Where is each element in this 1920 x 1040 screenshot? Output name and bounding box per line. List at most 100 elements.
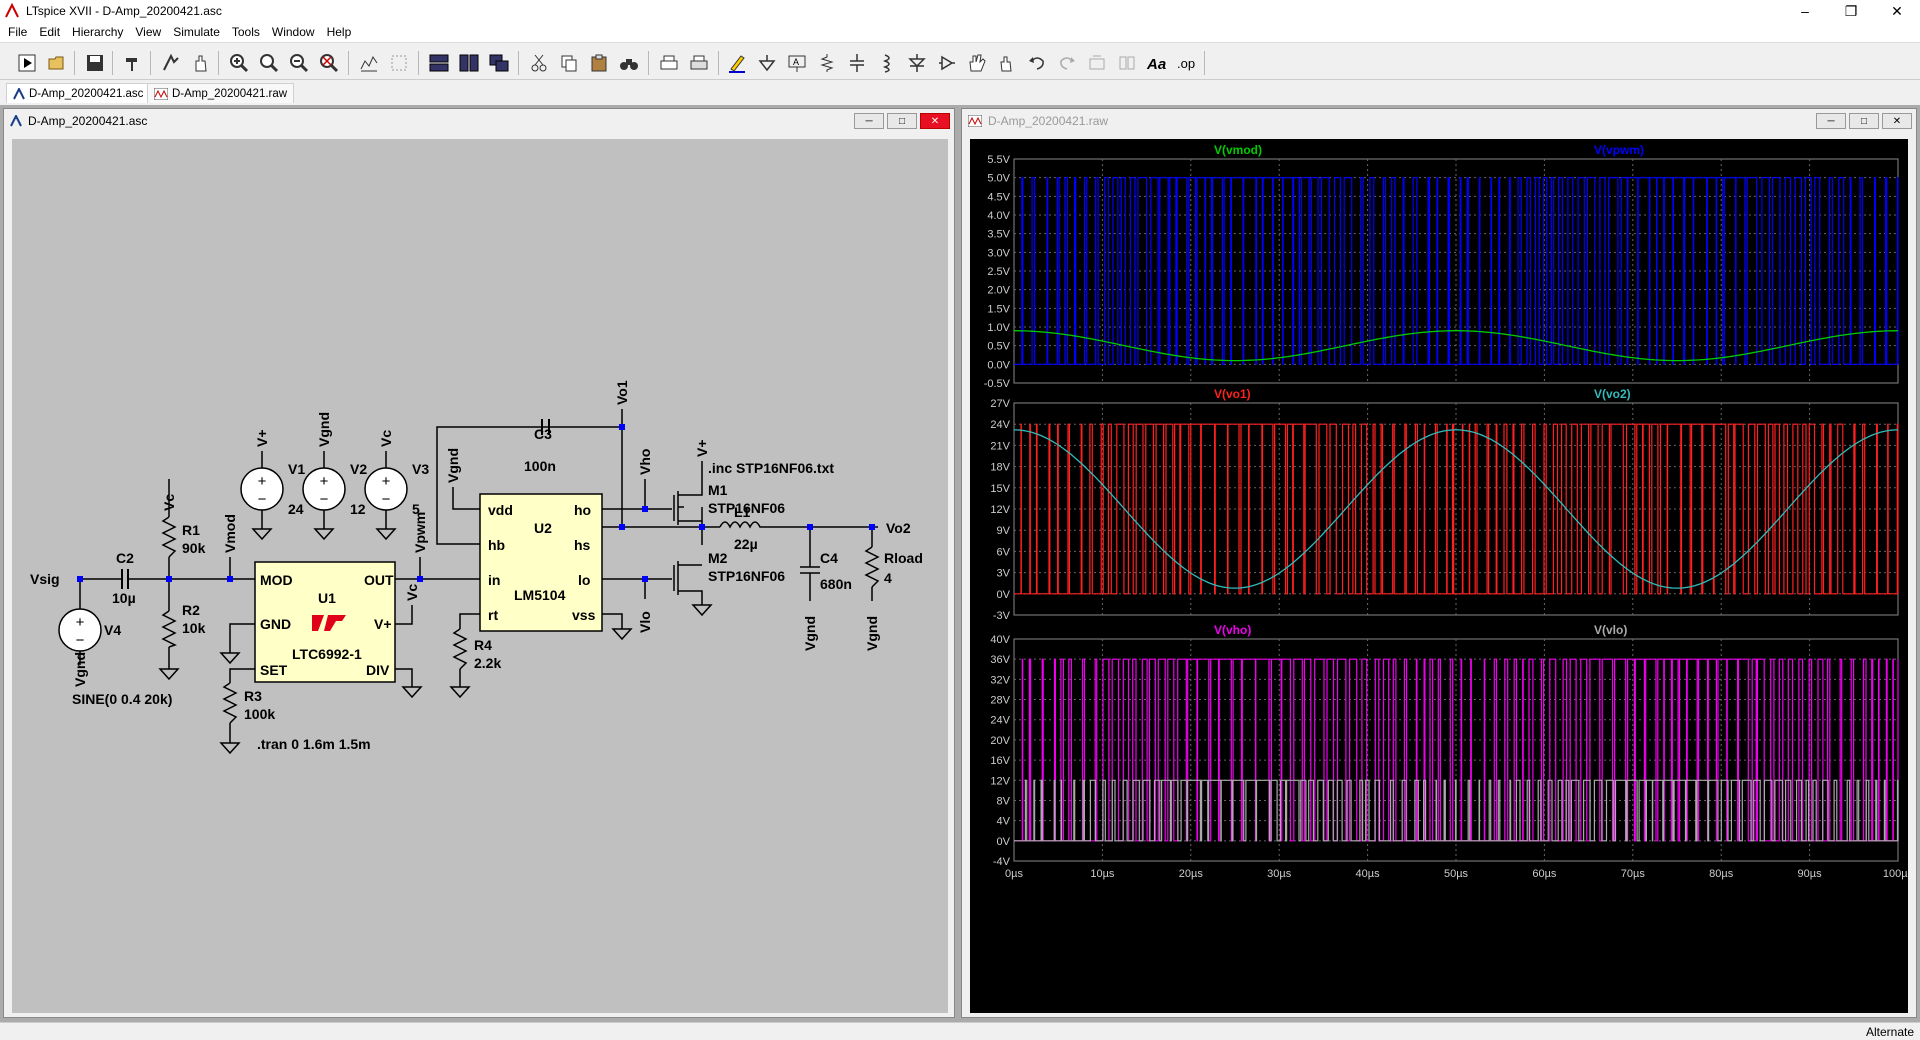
restore-window-button[interactable]: ❐: [1844, 2, 1858, 19]
menu-window[interactable]: Window: [271, 25, 315, 39]
tile-horizontal-icon[interactable]: [426, 51, 452, 75]
undo-icon[interactable]: [1024, 51, 1050, 75]
waveform-minimize-button[interactable]: ─: [1816, 113, 1846, 129]
schematic-close-button[interactable]: ✕: [920, 113, 950, 129]
save-icon[interactable]: [82, 51, 108, 75]
trace-name-label[interactable]: V(vmod): [1214, 143, 1262, 157]
r2-label: R2: [182, 602, 200, 618]
mirror-icon[interactable]: [1114, 51, 1140, 75]
c4-label: C4: [820, 550, 838, 566]
print-icon[interactable]: [656, 51, 682, 75]
u1-div-pin: DIV: [366, 662, 390, 678]
ground-icon[interactable]: [754, 51, 780, 75]
paste-icon[interactable]: [586, 51, 612, 75]
y-tick-label: 0.5V: [987, 341, 1010, 353]
vo1-net-label: Vo1: [614, 380, 630, 405]
drag-hand-icon[interactable]: [994, 51, 1020, 75]
trace-vvlo[interactable]: [1014, 779, 1899, 842]
y-tick-label: 4.5V: [987, 191, 1010, 203]
move-hand-icon[interactable]: [964, 51, 990, 75]
run-icon[interactable]: [14, 51, 40, 75]
find-binoculars-icon[interactable]: [616, 51, 642, 75]
vmod-net-label: Vmod: [222, 514, 238, 553]
resistor-icon[interactable]: [814, 51, 840, 75]
zoom-out-icon[interactable]: [286, 51, 312, 75]
schematic-minimize-button[interactable]: ─: [854, 113, 884, 129]
cursor-icon[interactable]: [386, 51, 412, 75]
menu-simulate[interactable]: Simulate: [173, 25, 220, 39]
trace-vvho[interactable]: [1014, 658, 1899, 842]
c4-gnd-label: Vgnd: [802, 616, 818, 651]
close-window-button[interactable]: ✕: [1891, 2, 1903, 19]
zoom-in-icon[interactable]: [226, 51, 252, 75]
tab-schematic[interactable]: D-Amp_20200421.asc: [6, 83, 151, 103]
y-tick-label: 5.5V: [987, 154, 1010, 166]
schematic-canvas[interactable]: +− +− +− +− Vsig C2 10µ V4 SINE(0 0.4 20…: [12, 139, 948, 1013]
y-tick-label: 21V: [990, 440, 1010, 452]
menu-hierarchy[interactable]: Hierarchy: [72, 25, 124, 39]
cascade-icon[interactable]: [486, 51, 512, 75]
waveform-maximize-button[interactable]: □: [1849, 113, 1879, 129]
capacitor-icon[interactable]: [844, 51, 870, 75]
minimize-window-button[interactable]: –: [1801, 3, 1809, 19]
svg-text:+: +: [258, 473, 267, 490]
y-tick-label: 12V: [990, 775, 1010, 787]
halt-icon[interactable]: [158, 51, 184, 75]
trace-name-label[interactable]: V(vo1): [1214, 387, 1251, 401]
u2-ic-body[interactable]: [479, 493, 603, 632]
schematic-maximize-button[interactable]: □: [887, 113, 917, 129]
menu-file[interactable]: File: [8, 25, 28, 39]
inductor-icon[interactable]: [874, 51, 900, 75]
y-tick-label: 8V: [997, 795, 1011, 807]
copy-icon[interactable]: [556, 51, 582, 75]
menu-view[interactable]: View: [135, 25, 162, 39]
trace-name-label[interactable]: V(vho): [1214, 623, 1251, 637]
y-tick-label: 27V: [990, 398, 1010, 410]
component-icon[interactable]: [934, 51, 960, 75]
status-text: Alternate: [1865, 1025, 1914, 1039]
open-folder-icon[interactable]: [44, 51, 70, 75]
x-tick-label: 10µs: [1090, 868, 1115, 880]
label-net-icon[interactable]: A: [784, 51, 810, 75]
menu-tools[interactable]: Tools: [231, 25, 260, 39]
y-tick-label: 2.5V: [987, 266, 1010, 278]
redo-icon[interactable]: [1054, 51, 1080, 75]
cut-icon[interactable]: [526, 51, 552, 75]
m2-value: STP16NF06: [708, 568, 785, 584]
pan-hand-icon[interactable]: [188, 51, 214, 75]
y-tick-label: 1.5V: [987, 303, 1010, 315]
mdi-workspace: D-Amp_20200421.asc ─ □ ✕: [0, 105, 1920, 1022]
tile-vertical-icon[interactable]: [456, 51, 482, 75]
draw-wire-pencil-icon[interactable]: [724, 51, 750, 75]
trace-vvpwm[interactable]: [1014, 177, 1899, 365]
r4-label: R4: [474, 637, 492, 653]
zoom-pan-icon[interactable]: [256, 51, 282, 75]
x-tick-label: 20µs: [1179, 868, 1204, 880]
x-tick-label: 90µs: [1798, 868, 1823, 880]
u1-vc-label: Vc: [404, 584, 420, 601]
trace-name-label[interactable]: V(vo2): [1594, 387, 1631, 401]
trace-vvo1[interactable]: [1014, 423, 1899, 595]
menu-help[interactable]: Help: [326, 25, 352, 39]
rotate-icon[interactable]: [1084, 51, 1110, 75]
diode-icon[interactable]: [904, 51, 930, 75]
zoom-fit-icon[interactable]: [316, 51, 342, 75]
u2-hb-pin: hb: [488, 537, 505, 553]
control-panel-hammer-icon[interactable]: [120, 51, 146, 75]
trace-name-label[interactable]: V(vpwm): [1594, 143, 1644, 157]
trace-vvmod[interactable]: [1014, 330, 1898, 362]
tab-waveform[interactable]: D-Amp_20200421.raw: [147, 83, 295, 103]
waveform-close-button[interactable]: ✕: [1882, 113, 1912, 129]
spice-directive-icon[interactable]: .op: [1174, 51, 1200, 75]
menu-edit[interactable]: Edit: [39, 25, 61, 39]
trace-vvo2[interactable]: [1014, 429, 1898, 589]
trace-name-label[interactable]: V(vlo): [1594, 623, 1627, 637]
autorange-icon[interactable]: [356, 51, 382, 75]
u1-ic-body[interactable]: [254, 561, 396, 683]
text-icon[interactable]: Aa: [1144, 51, 1170, 75]
toolbar: A Aa .op: [0, 42, 1920, 80]
print-preview-icon[interactable]: [686, 51, 712, 75]
y-tick-label: 16V: [990, 755, 1010, 767]
waveform-canvas[interactable]: 5.5V5.0V4.5V4.0V3.5V3.0V2.5V2.0V1.5V1.0V…: [970, 139, 1908, 1013]
